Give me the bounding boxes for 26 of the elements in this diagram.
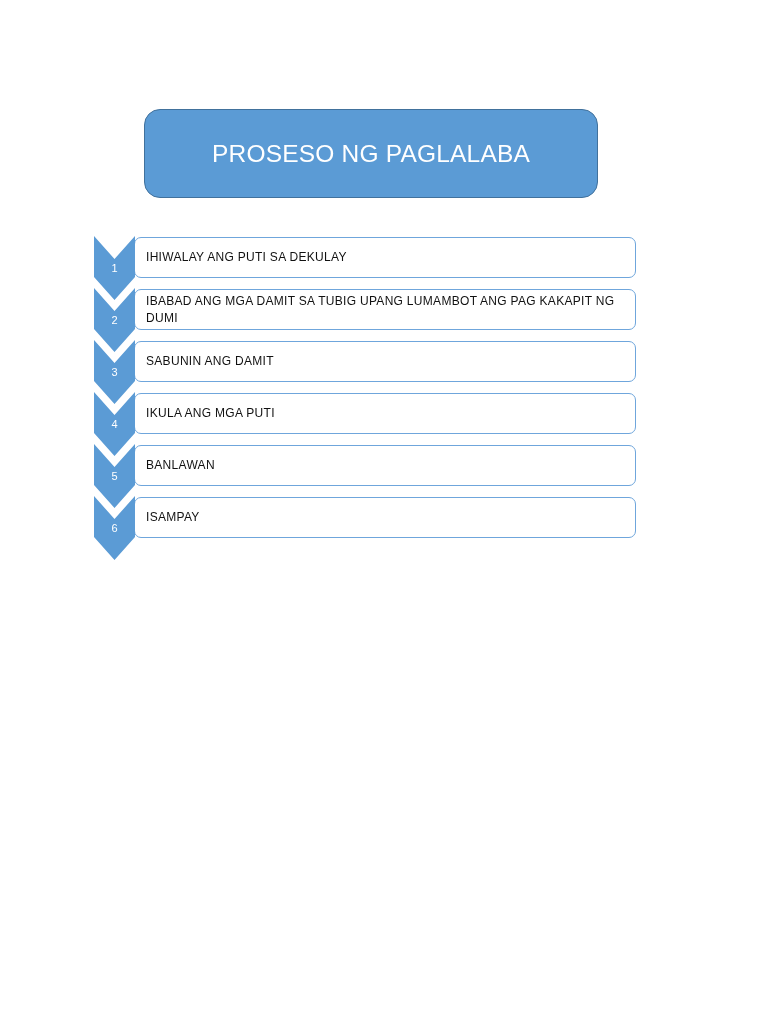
step-box xyxy=(134,237,636,278)
step-box xyxy=(134,445,636,486)
title-box xyxy=(144,109,598,198)
step-number: 5 xyxy=(110,469,119,483)
chevron-shape xyxy=(94,340,135,404)
step-number: 4 xyxy=(110,417,119,431)
step-box xyxy=(134,393,636,434)
step-box xyxy=(134,289,636,330)
chevron-shape xyxy=(94,444,135,508)
step-number: 3 xyxy=(110,365,119,379)
step-text: IKULA ANG MGA PUTI xyxy=(146,405,275,422)
step-text: BANLAWAN xyxy=(146,457,215,474)
chevron-shape xyxy=(94,496,135,560)
chevron-shape xyxy=(94,288,135,352)
step-box xyxy=(134,497,636,538)
step-number: 6 xyxy=(110,521,119,535)
step-text: ISAMPAY xyxy=(146,509,200,526)
chevron-shape xyxy=(94,236,135,300)
step-number: 2 xyxy=(110,313,119,327)
chevron-shape xyxy=(94,392,135,456)
step-text: IBABAD ANG MGA DAMIT SA TUBIG UPANG LUMAMBOT ANG PAG KAKAPIT NG DUMI xyxy=(146,292,616,327)
step-text: SABUNIN ANG DAMIT xyxy=(146,353,274,370)
step-box xyxy=(134,341,636,382)
title-text: PROSESO NG PAGLALABA xyxy=(211,139,531,168)
step-number: 1 xyxy=(110,261,119,275)
step-text: IHIWALAY ANG PUTI SA DEKULAY xyxy=(146,249,347,266)
